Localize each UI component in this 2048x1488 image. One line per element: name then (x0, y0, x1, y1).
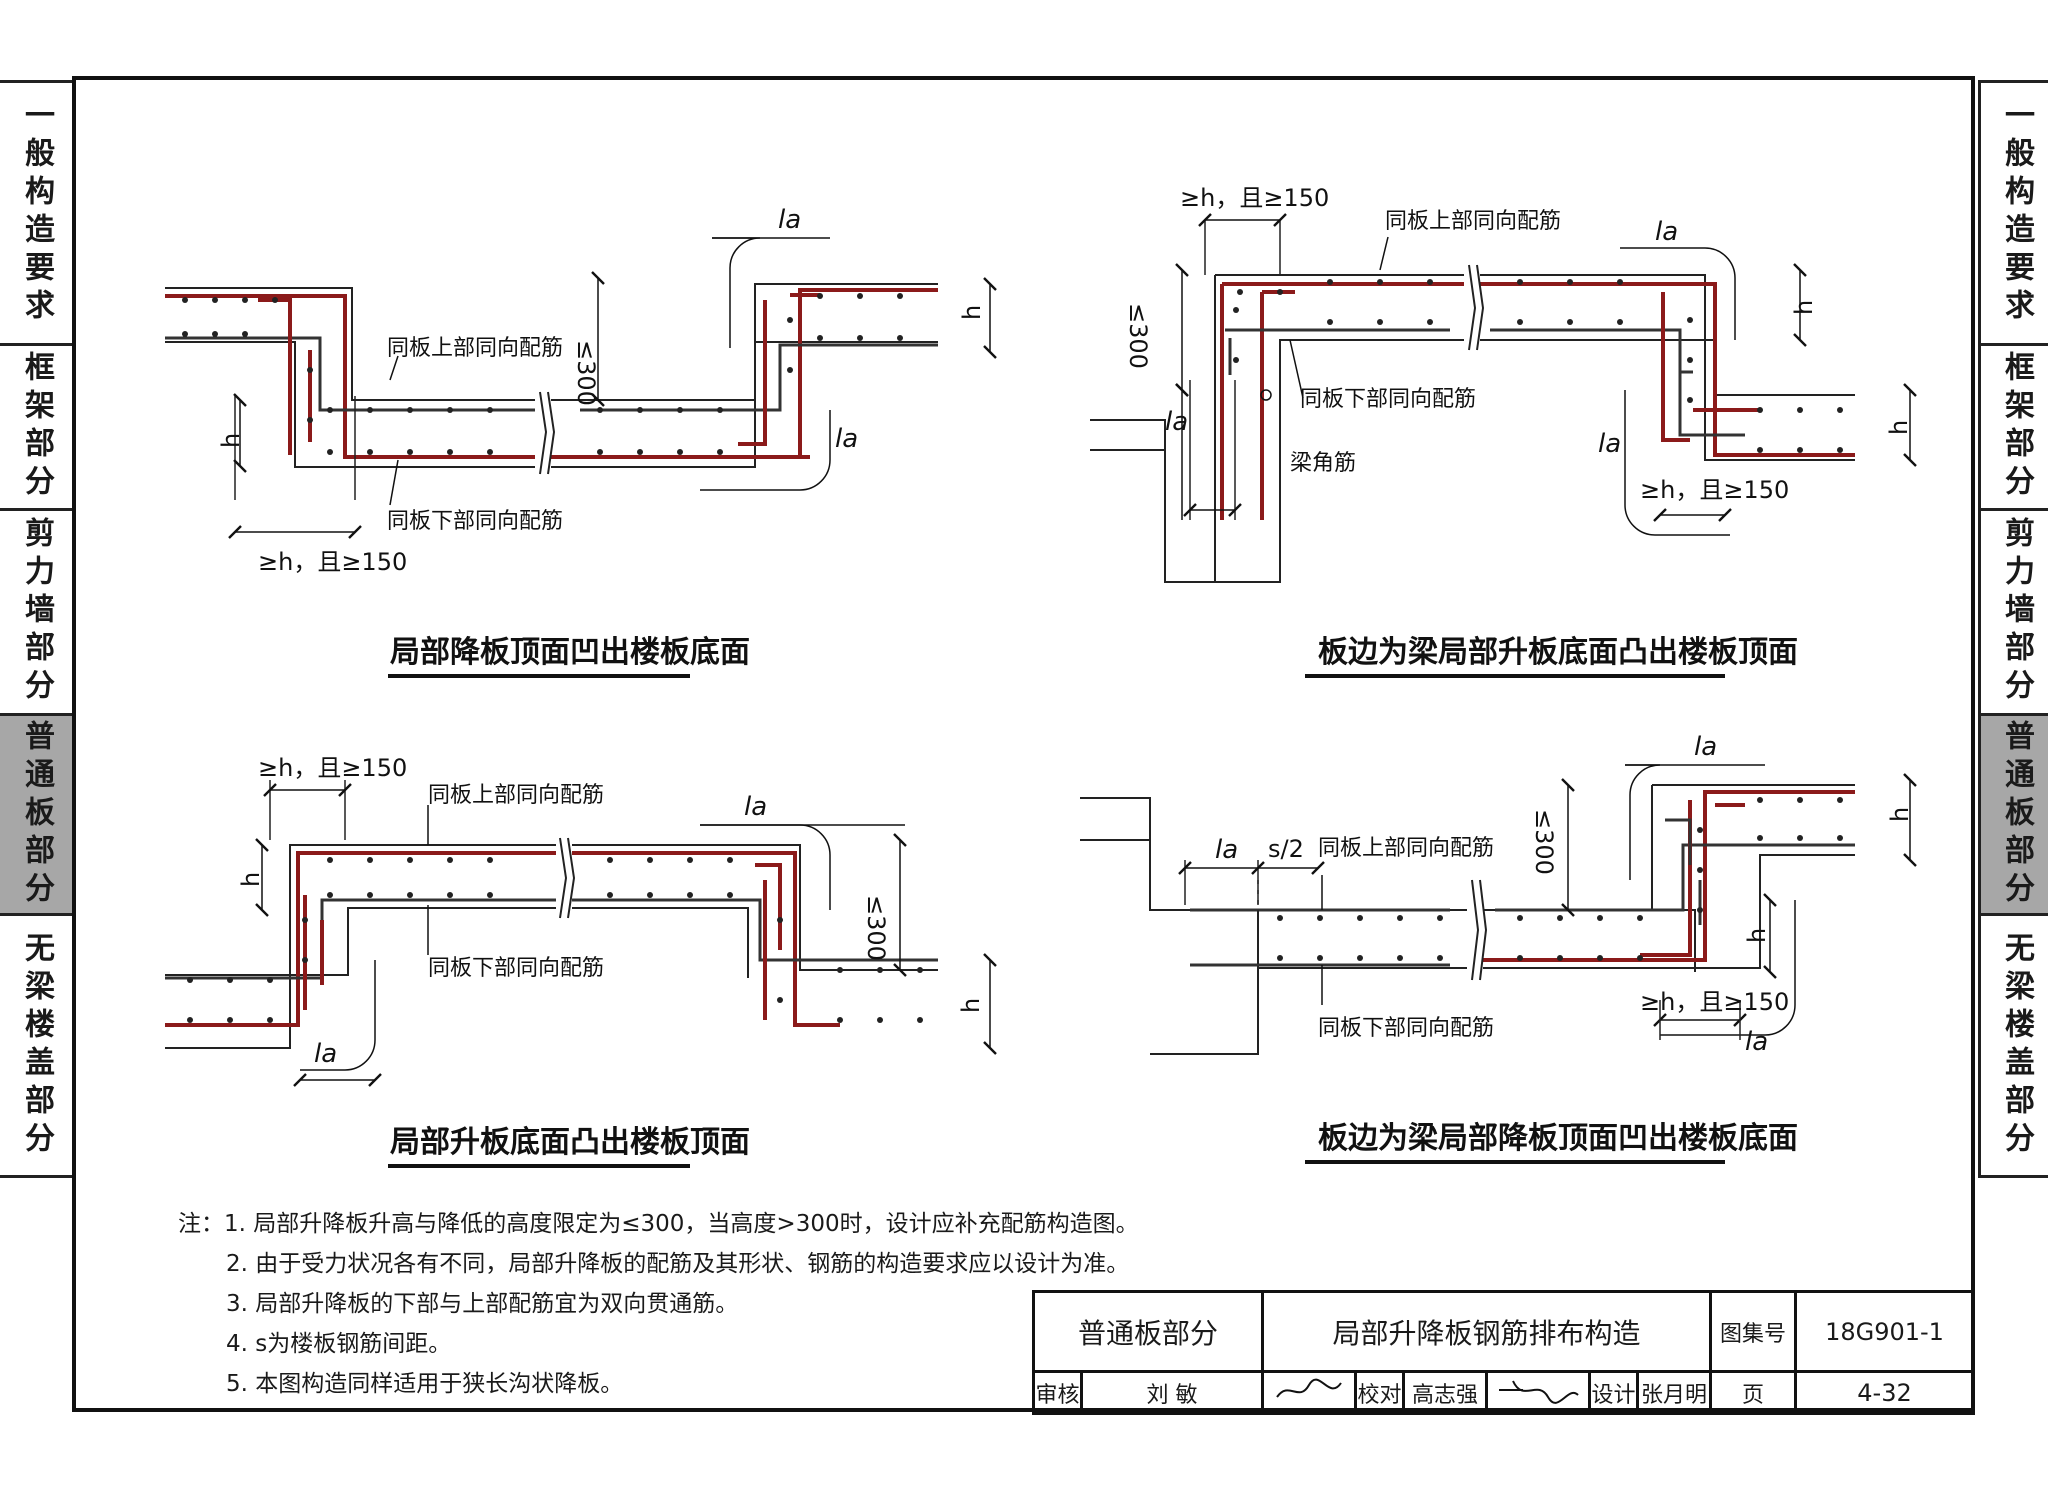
check-label: 校对 (1354, 1370, 1405, 1415)
label-top-bar: 同板上部同向配筋 (1385, 209, 1561, 234)
label-offset: ≥h，且≥150 (258, 754, 407, 782)
note-3: 3. 局部升降板的下部与上部配筋宜为双向贯通筋。 (226, 1291, 739, 1317)
label-la-top: la (778, 205, 801, 235)
sidebar-tab-shear-wall[interactable]: 剪力墙部分 (0, 511, 72, 716)
sidebar-tab-general[interactable]: 一般构造要求 (0, 83, 72, 346)
label-la-top: la (744, 792, 767, 822)
label-offset-bottom: ≥h，且≥150 (1640, 476, 1789, 504)
label-corner-bar: 梁角筋 (1290, 451, 1356, 476)
label-bottom-bar: 同板下部同向配筋 (1318, 1016, 1494, 1041)
label-la-right: la (835, 424, 858, 454)
sidebar-tab-shear-wall[interactable]: 剪力墙部分 (1981, 511, 2048, 716)
designer-name: 张月明 (1636, 1370, 1712, 1415)
label-h-left: h (217, 433, 245, 448)
review-label: 审核 (1032, 1370, 1083, 1415)
label-limit: ≤300 (572, 340, 600, 406)
label-limit: ≤300 (862, 895, 890, 961)
page-number: 4-32 (1794, 1370, 1975, 1415)
sidebar-tab-slab[interactable]: 普通板部分 (1981, 716, 2048, 916)
sidebar-tab-flat-slab[interactable]: 无梁楼盖部分 (1981, 916, 2048, 1178)
label-h-right: h (957, 998, 985, 1013)
diagram-beam-edge-raised-slab: 同板上部同向配筋 同板下部同向配筋 梁角筋 ≥h，且≥150 ≥h，且≥150 … (1090, 184, 1917, 678)
label-bottom-bar: 同板下部同向配筋 (387, 509, 563, 534)
label-half-spacing: s/2 (1268, 835, 1304, 863)
reviewer-signature (1261, 1370, 1357, 1415)
page-label: 页 (1709, 1370, 1797, 1415)
design-label: 设计 (1588, 1370, 1639, 1415)
label-limit: ≤300 (1124, 303, 1152, 369)
left-category-sidebar: 一般构造要求 框架部分 剪力墙部分 普通板部分 无梁楼盖部分 (0, 80, 75, 1178)
label-la-left: la (1215, 835, 1238, 865)
label-offset-top: ≥h，且≥150 (1180, 184, 1329, 212)
checker-signature (1485, 1370, 1591, 1415)
diagram-title: 板边为梁局部降板顶面凹出楼板底面 (1318, 1121, 1798, 1156)
note-5: 5. 本图构造同样适用于狭长沟状降板。 (226, 1371, 624, 1397)
drawing-title: 局部升降板钢筋排布构造 (1261, 1290, 1712, 1373)
label-la-bottom: la (1745, 1027, 1768, 1057)
sidebar-tab-general[interactable]: 一般构造要求 (1981, 83, 2048, 346)
label-h-lower: h (1885, 420, 1913, 435)
atlas-label: 图集号 (1709, 1290, 1797, 1373)
label-bottom-bar: 同板下部同向配筋 (428, 956, 604, 981)
title-block: 普通板部分 局部升降板钢筋排布构造 图集号 18G901-1 审核 刘 敏 校对… (1032, 1290, 1975, 1415)
note-4: 4. s为楼板钢筋间距。 (226, 1331, 452, 1357)
diagram-local-lowered-slab: 同板上部同向配筋 同板下部同向配筋 ≥h，且≥150 ≤300 h h la l… (165, 205, 997, 678)
label-top-bar: 同板上部同向配筋 (1318, 836, 1494, 861)
diagram-beam-edge-lowered-slab: 同板上部同向配筋 同板下部同向配筋 s/2 ≥h，且≥150 ≤300 h h … (1080, 732, 1917, 1164)
sidebar-tab-flat-slab[interactable]: 无梁楼盖部分 (0, 916, 72, 1178)
diagram-title: 局部降板顶面凹出楼板底面 (390, 635, 750, 670)
section-name: 普通板部分 (1032, 1290, 1264, 1373)
checker-name: 高志强 (1402, 1370, 1488, 1415)
right-category-sidebar: 一般构造要求 框架部分 剪力墙部分 普通板部分 无梁楼盖部分 (1978, 80, 2048, 1178)
diagram-title: 局部升板底面凸出楼板顶面 (390, 1125, 750, 1160)
reviewer-name: 刘 敏 (1080, 1370, 1264, 1415)
sidebar-tab-slab[interactable]: 普通板部分 (0, 716, 72, 916)
label-la-mid: la (1598, 429, 1621, 459)
label-h-right: h (958, 305, 986, 320)
label-top-bar: 同板上部同向配筋 (387, 336, 563, 361)
label-la-top: la (1655, 217, 1678, 247)
sidebar-tab-frame[interactable]: 框架部分 (1981, 346, 2048, 511)
drawing-frame (72, 76, 1975, 1412)
notes-block: 注：1. 局部升降板升高与降低的高度限定为≤300，当高度>300时，设计应补充… (178, 1204, 1139, 1404)
label-la-bottom: la (314, 1039, 337, 1069)
note-2: 2. 由于受力状况各有不同，局部升降板的配筋及其形状、钢筋的构造要求应以设计为准… (226, 1251, 1130, 1277)
note-1: 注：1. 局部升降板升高与降低的高度限定为≤300，当高度>300时，设计应补充… (178, 1211, 1139, 1237)
label-bottom-bar: 同板下部同向配筋 (1300, 387, 1476, 412)
label-offset: ≥h，且≥150 (1640, 988, 1789, 1016)
label-la-left: la (1165, 407, 1188, 437)
label-h-lower: h (1743, 928, 1771, 943)
label-h-upper: h (1790, 300, 1818, 315)
diagram-title: 板边为梁局部升板底面凸出楼板顶面 (1318, 635, 1798, 670)
label-top-bar: 同板上部同向配筋 (428, 783, 604, 808)
label-la-top: la (1694, 732, 1717, 762)
label-h-left: h (237, 872, 265, 887)
sidebar-tab-frame[interactable]: 框架部分 (0, 346, 72, 511)
label-h-upper: h (1886, 807, 1914, 822)
label-offset: ≥h，且≥150 (258, 548, 407, 576)
diagram-local-raised-slab: 同板上部同向配筋 同板下部同向配筋 ≥h，且≥150 ≤300 h h la l… (165, 754, 997, 1168)
label-limit: ≤300 (1530, 809, 1558, 875)
atlas-number: 18G901-1 (1794, 1290, 1975, 1373)
